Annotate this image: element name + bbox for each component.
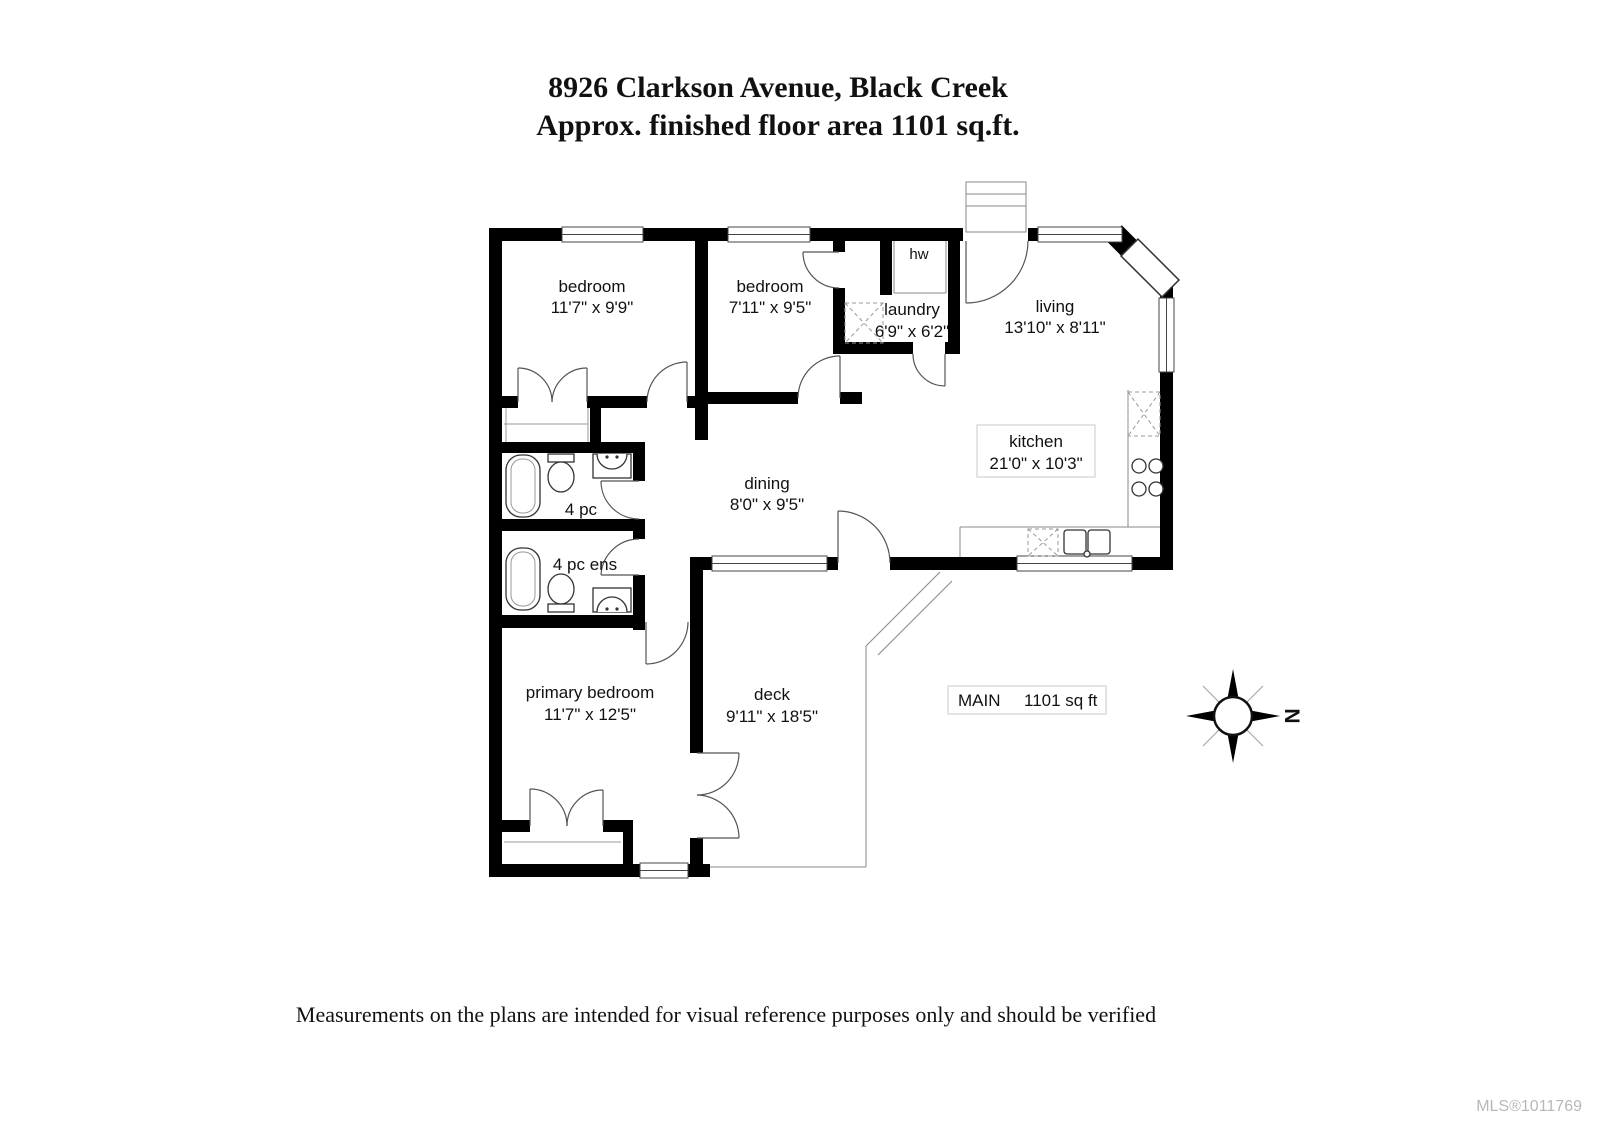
interior-walls [502,241,960,864]
pantry-box [1127,391,1161,437]
deck-french-doors [696,752,740,839]
dishwasher-box [1027,528,1059,557]
room-labels: bedroom 11'7" x 9'9" bedroom 7'11" x 9'5… [526,246,1106,726]
compass-circle [1212,695,1254,737]
kitchen-label-box: kitchen 21'0" x 10'3" [976,424,1096,478]
label-dining-name: dining [744,474,789,493]
label-primary-name: primary bedroom [526,683,655,702]
label-deck-name: deck [754,685,790,704]
window-living-side [1158,297,1175,373]
compass-north-label: N [1280,708,1303,723]
deck-outline [703,571,953,868]
compass-west-point [1186,710,1218,722]
bath-ensuite-door [600,538,640,576]
window-hall [639,862,689,879]
kitchen-fixtures [844,302,1164,558]
mls-number: MLS®1011769 [1476,1098,1582,1115]
bath-main-tub [505,454,541,518]
kitchen-sink [1063,529,1111,558]
label-hw: hw [909,246,928,263]
label-bath-main: 4 pc [565,500,598,519]
front-door [965,240,1029,304]
hw-closet [893,241,947,294]
compass-east-point [1248,710,1280,722]
label-bedroom2-dims: 7'11" x 9'5" [729,298,812,317]
bath-ens-tub [505,547,541,611]
entry-stoop [965,181,1027,233]
stove [1131,458,1164,497]
label-kitchen-dims: 21'0" x 10'3" [989,454,1082,473]
window-living [1037,226,1123,243]
primary-door [645,621,689,665]
exterior-walls [489,225,1178,877]
compass-up-point [1227,669,1239,701]
window-dining [711,555,828,572]
window-kitchen [1016,555,1133,572]
compass: N [1186,669,1303,763]
label-living-dims: 13'10" x 8'11" [1004,318,1105,337]
windows [561,226,1175,879]
label-living-name: living [1036,297,1075,316]
area-badge: MAIN 1101 sq ft [947,685,1107,715]
plan-title-line2: Approx. finished floor area 1101 sq.ft. [536,109,1019,142]
bath-main-door [600,480,640,520]
area-badge-level: MAIN [958,691,1001,710]
label-laundry-dims: 6'9" x 6'2" [875,322,949,341]
bedroom1-door [646,361,688,403]
plan-title-line1: 8926 Clarkson Avenue, Black Creek [548,71,1008,104]
label-primary-dims: 11'7" x 12'5" [544,705,636,724]
window-bedroom1 [561,226,644,243]
label-laundry-name: laundry [884,300,940,319]
bathroom-fixtures [505,453,632,613]
window-bedroom2 [727,226,811,243]
laundry-door [912,353,946,387]
bath-ens-toilet [547,573,575,613]
label-dining-dims: 8'0" x 9'5" [730,495,804,514]
bath-main-sink [592,453,632,479]
closet-details [504,408,621,843]
bedroom2-closet-door [802,251,840,289]
label-bedroom1-dims: 11'7" x 9'9" [551,298,634,317]
bath-ens-sink [592,587,632,613]
entry-corner-door [1119,237,1181,299]
bath-main-toilet [547,453,575,493]
label-deck-dims: 9'11" x 18'5" [726,707,818,726]
label-bath-ensuite: 4 pc ens [553,555,617,574]
doors [517,237,1181,839]
label-kitchen-name: kitchen [1009,432,1063,451]
laundry-machine-box [844,302,884,344]
compass-down-point [1227,731,1239,763]
area-badge-area: 1101 sq ft [1024,691,1098,710]
bedroom1-closet-doors [517,367,588,403]
label-bedroom2-name: bedroom [736,277,803,296]
bedroom2-door [797,355,841,399]
label-bedroom1-name: bedroom [558,277,625,296]
deck-door [837,510,891,564]
primary-closet-doors [529,788,604,827]
disclaimer-text: Measurements on the plans are intended f… [296,1002,1156,1027]
